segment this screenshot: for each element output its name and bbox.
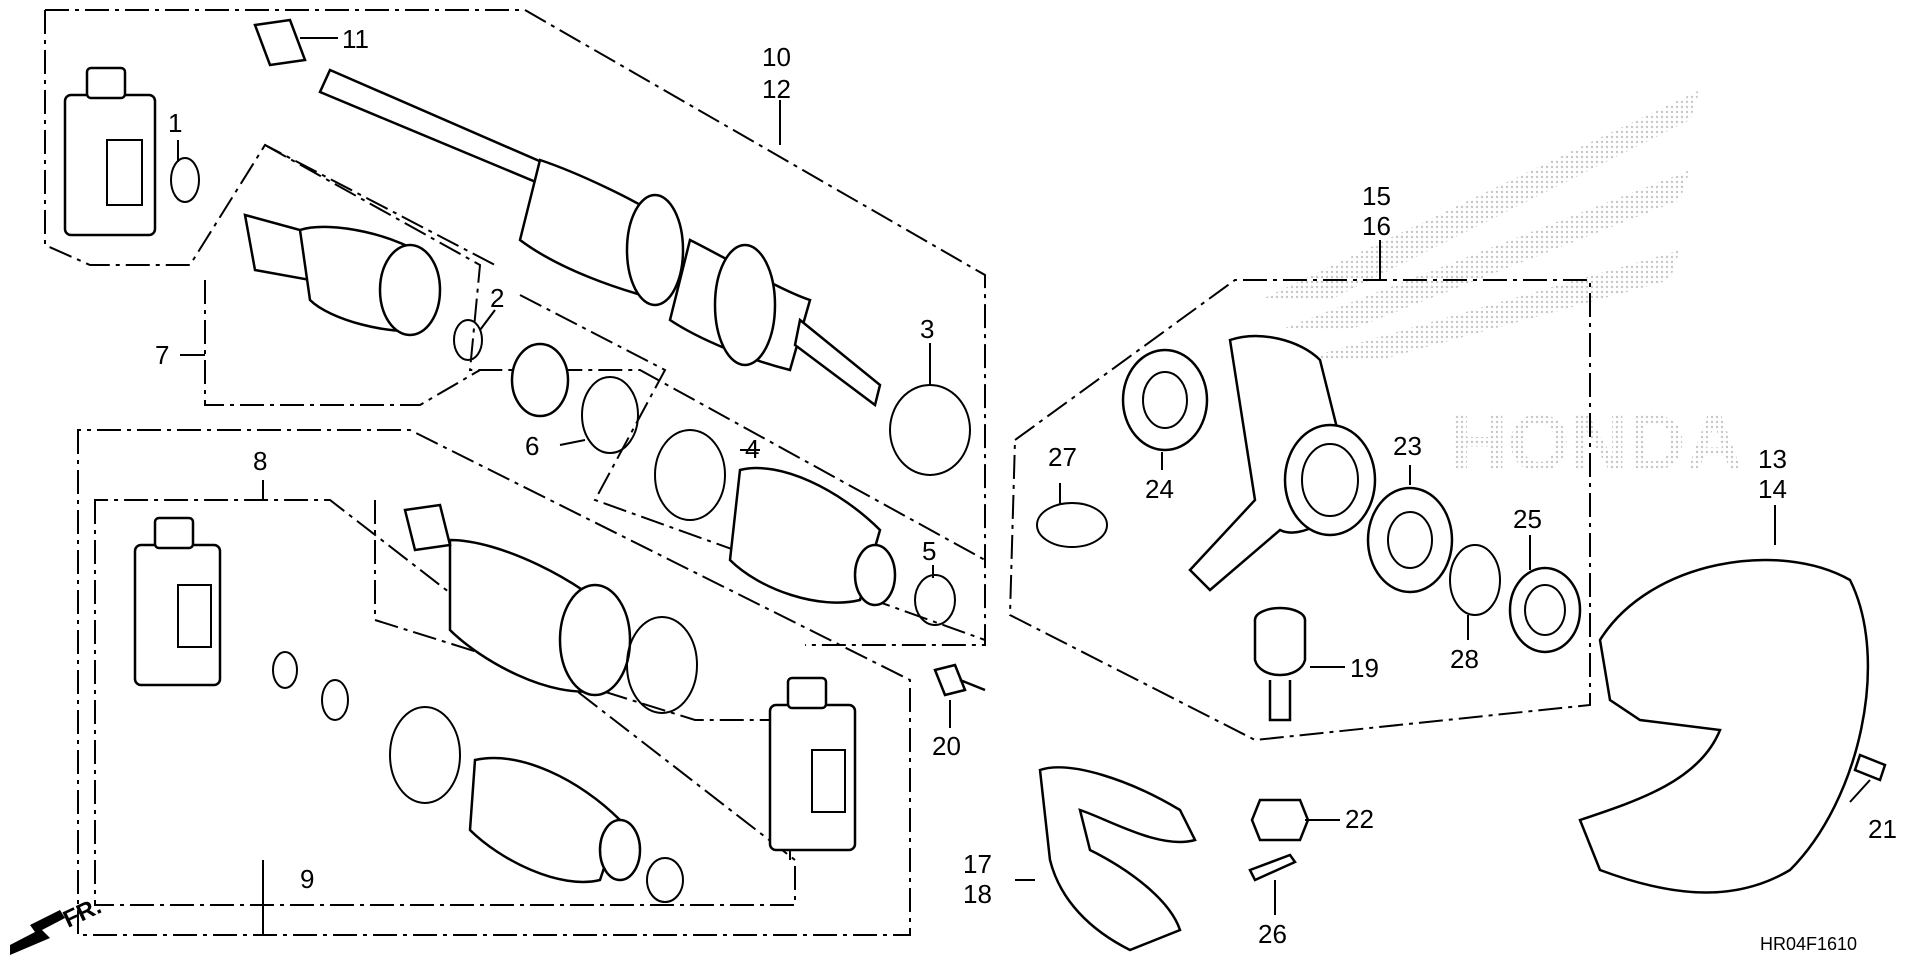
part-bearing-23 [1366, 486, 1454, 594]
callout-24: 24 [1145, 474, 1174, 504]
part-boot [728, 466, 897, 607]
callout-12: 12 [762, 74, 791, 104]
part-cotter-pin-26 [1248, 853, 1297, 882]
callout-11: 11 [342, 24, 369, 54]
part-kit-clamp-2 [389, 706, 461, 804]
front-label: FR. [59, 893, 105, 934]
callout-3: 3 [920, 314, 934, 344]
part-bearing-24 [1121, 348, 1209, 452]
part-drive-shaft [318, 68, 882, 408]
callout-10: 10 [762, 42, 791, 72]
part-bolt-20 [933, 663, 986, 697]
part-clamp-11 [253, 18, 307, 67]
part-clamp-4 [654, 429, 726, 521]
callout-14: 14 [1758, 474, 1787, 504]
front-direction-marker: FR. [10, 893, 106, 955]
part-arm-17 [1038, 766, 1197, 952]
callout-4: 4 [745, 434, 759, 464]
callout-28: 28 [1450, 644, 1479, 674]
outline-inner-joint [264, 144, 986, 561]
callout-21: 21 [1868, 814, 1897, 844]
part-oil-bottle-kit [133, 516, 222, 687]
callout-25: 25 [1513, 504, 1542, 534]
part-ball-joint-19 [1253, 606, 1307, 722]
outline-axle-assembly [45, 9, 986, 646]
callout-9: 9 [300, 864, 314, 894]
part-kit-boot-inner [468, 756, 642, 884]
callout-22: 22 [1345, 804, 1374, 834]
callout-26: 26 [1258, 919, 1287, 949]
part-circlip-1 [170, 157, 200, 203]
callout-8: 8 [253, 446, 267, 476]
part-clamp-5 [914, 574, 956, 626]
callout-13: 13 [1758, 444, 1787, 474]
outline-joint-7 [204, 280, 481, 406]
part-circlip-28 [1449, 544, 1501, 616]
part-circlip-2 [453, 319, 483, 361]
part-kit-clamp [626, 616, 698, 714]
front-arrow-icon [10, 910, 65, 955]
part-spider [510, 342, 570, 418]
part-disc-guard-13 [1578, 558, 1870, 894]
outline-boot-set [519, 294, 986, 641]
part-kit-circlip [272, 651, 298, 689]
part-nut-22 [1250, 798, 1310, 842]
group-outlines [44, 9, 1591, 936]
part-seal-25 [1508, 566, 1582, 654]
part-inner-joint-7 [243, 213, 442, 337]
part-bolt-21 [1853, 753, 1887, 782]
part-oil-bottle-2 [768, 676, 857, 852]
leader-lines [177, 37, 1871, 935]
callout-7: 7 [155, 340, 169, 370]
part-kit-boot-outer [448, 538, 632, 697]
callout-27: 27 [1048, 442, 1077, 472]
callout-15: 15 [1362, 181, 1391, 211]
callout-2: 2 [490, 283, 504, 313]
outline-kit-8-inner [374, 500, 791, 860]
part-kit-circlip-2 [321, 679, 349, 721]
outline-knuckle-group [1008, 279, 1591, 742]
outline-oil-group [44, 10, 496, 266]
callout-labels: 1 2 3 4 5 6 7 8 9 10 11 12 13 14 15 16 1… [155, 24, 1897, 949]
honda-watermark-text: HONDA [1450, 398, 1743, 487]
callout-5: 5 [922, 536, 936, 566]
callout-17: 17 [963, 849, 992, 879]
outline-kit-9 [77, 429, 911, 936]
callout-18: 18 [963, 879, 992, 909]
part-kit-clamp-3 [646, 857, 684, 903]
outline-kit-8 [94, 499, 796, 906]
part-oil-bottle-1 [63, 66, 157, 237]
honda-wing-watermark: HONDA [1260, 90, 1743, 487]
diagram-code: HR04F1610 [1760, 934, 1857, 954]
part-knuckle [1188, 334, 1377, 592]
part-kit-clamp-4 [403, 503, 452, 552]
part-ring-6 [581, 376, 639, 454]
callout-19: 19 [1350, 653, 1379, 683]
callout-20: 20 [932, 731, 961, 761]
part-circlip-27 [1036, 502, 1108, 548]
callout-23: 23 [1393, 431, 1422, 461]
callout-16: 16 [1362, 211, 1391, 241]
part-clamp-3 [889, 384, 971, 476]
callout-1: 1 [168, 108, 182, 138]
callout-6: 6 [525, 431, 539, 461]
